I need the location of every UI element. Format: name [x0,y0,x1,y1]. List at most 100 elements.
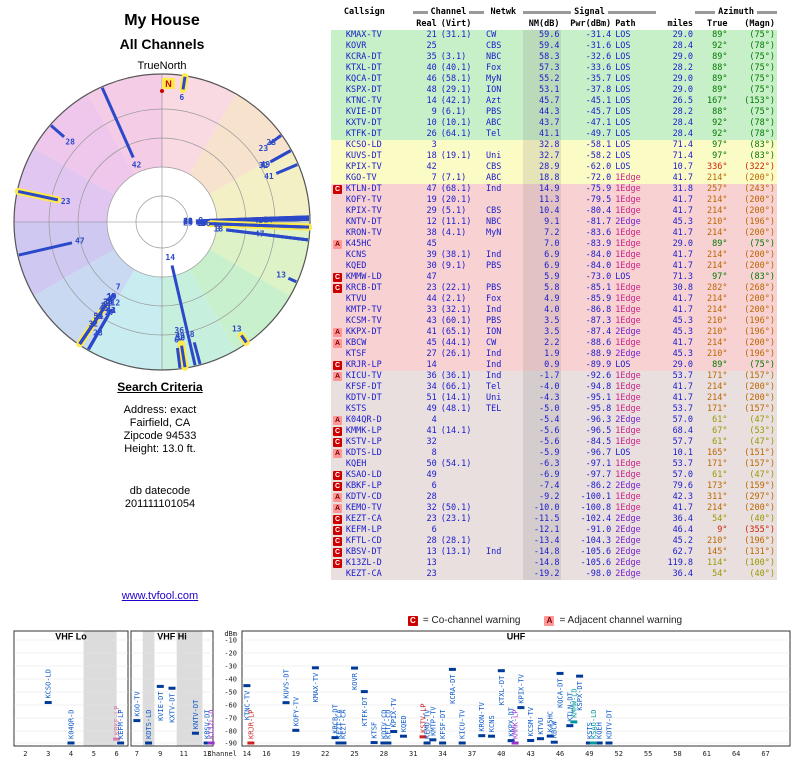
svg-text:K13ZL-D: K13ZL-D [208,709,216,739]
warning-marker: A [333,339,342,348]
station-table: Callsign Channel Netwk Signal Azimuth [331,6,777,580]
svg-text:40: 40 [497,750,505,758]
svg-text:14: 14 [165,253,175,262]
svg-text:31: 31 [409,750,417,758]
header-true: True [707,19,728,29]
svg-text:34: 34 [94,312,104,321]
svg-text:KTXL-DT: KTXL-DT [498,675,506,705]
svg-text:3: 3 [216,224,221,233]
svg-text:13: 13 [232,324,242,333]
warning-marker: C [333,361,342,370]
svg-text:7: 7 [116,282,121,291]
table-header: Callsign Channel Netwk Signal Azimuth [331,6,777,30]
svg-text:6: 6 [174,336,179,345]
svg-text:KSTS: KSTS [586,722,594,739]
warning-marker: A [333,504,342,513]
header-dist [656,6,695,18]
svg-text:21: 21 [183,217,193,226]
svg-text:36: 36 [174,326,184,335]
svg-text:-70: -70 [224,715,237,723]
svg-text:KTSF: KTSF [371,722,379,739]
warning-marker: C [333,284,342,293]
svg-text:40: 40 [183,217,193,226]
db-datecode: db datecode 201111101054 [20,485,300,510]
svg-text:23: 23 [61,197,71,206]
search-criteria: Search Criteria Address: exact Fairfield… [20,380,300,511]
criteria-zip: Zipcode 94533 [123,430,197,442]
warning-marker: C [333,471,342,480]
svg-text:32: 32 [259,161,269,170]
svg-text:KGO-TV: KGO-TV [133,691,141,717]
svg-text:6: 6 [179,93,184,102]
header-azimuth-group: Azimuth [695,6,777,18]
svg-text:KICU-TV: KICU-TV [459,709,467,739]
header-magn: (Magn) [744,19,775,29]
svg-text:50: 50 [176,333,186,342]
adjacent-channel-text: = Adjacent channel warning [559,615,683,626]
svg-text:-60: -60 [224,702,237,710]
svg-text:KMMK-LP: KMMK-LP [512,709,520,739]
svg-text:KFSF-DT: KFSF-DT [439,709,447,739]
svg-text:27: 27 [105,308,115,317]
svg-text:KUVS-DT: KUVS-DT [283,668,291,698]
svg-text:KVIE-DT: KVIE-DT [157,691,165,721]
svg-text:13: 13 [276,271,286,280]
svg-text:KSAO-LD: KSAO-LD [590,709,598,739]
header-callsign: Callsign [343,7,385,17]
db-datecode-label: db datecode [129,485,191,497]
svg-text:44: 44 [101,300,111,309]
svg-text:23: 23 [266,138,276,147]
svg-text:6: 6 [114,750,118,758]
svg-text:2: 2 [23,750,27,758]
svg-text:KCRA-DT: KCRA-DT [449,674,457,704]
svg-text:18: 18 [214,224,224,233]
svg-text:KNTV-DT: KNTV-DT [192,699,200,729]
svg-text:41: 41 [106,306,116,315]
svg-text:52: 52 [615,750,623,758]
warning-marker: A [333,240,342,249]
tvfool-link[interactable]: www.tvfool.com [121,590,199,602]
warning-marker: C [333,482,342,491]
svg-text:38: 38 [103,297,113,306]
svg-text:KOFY-TV: KOFY-TV [292,696,300,726]
svg-text:28: 28 [93,329,103,338]
svg-text:7: 7 [135,750,139,758]
svg-text:KSTV-LP: KSTV-LP [420,703,428,733]
header-netwk: Netwk [490,7,517,17]
warning-marker: A [333,449,342,458]
header-bar [522,10,572,14]
co-channel-badge: C [407,615,418,626]
svg-text:47: 47 [75,236,85,245]
svg-text:KMAX-TV: KMAX-TV [312,672,320,702]
svg-text:KEMO-TV: KEMO-TV [424,709,432,739]
svg-text:KDTV-DT: KDTV-DT [605,709,613,739]
svg-text:34: 34 [438,750,446,758]
svg-text:58: 58 [673,750,681,758]
svg-text:49: 49 [175,331,185,340]
svg-text:UHF: UHF [507,632,526,642]
svg-text:49: 49 [261,160,271,169]
svg-text:48: 48 [183,217,193,226]
warning-marker: C [333,515,342,524]
svg-text:4: 4 [69,750,73,758]
svg-text:KKPX-DT: KKPX-DT [508,706,516,736]
